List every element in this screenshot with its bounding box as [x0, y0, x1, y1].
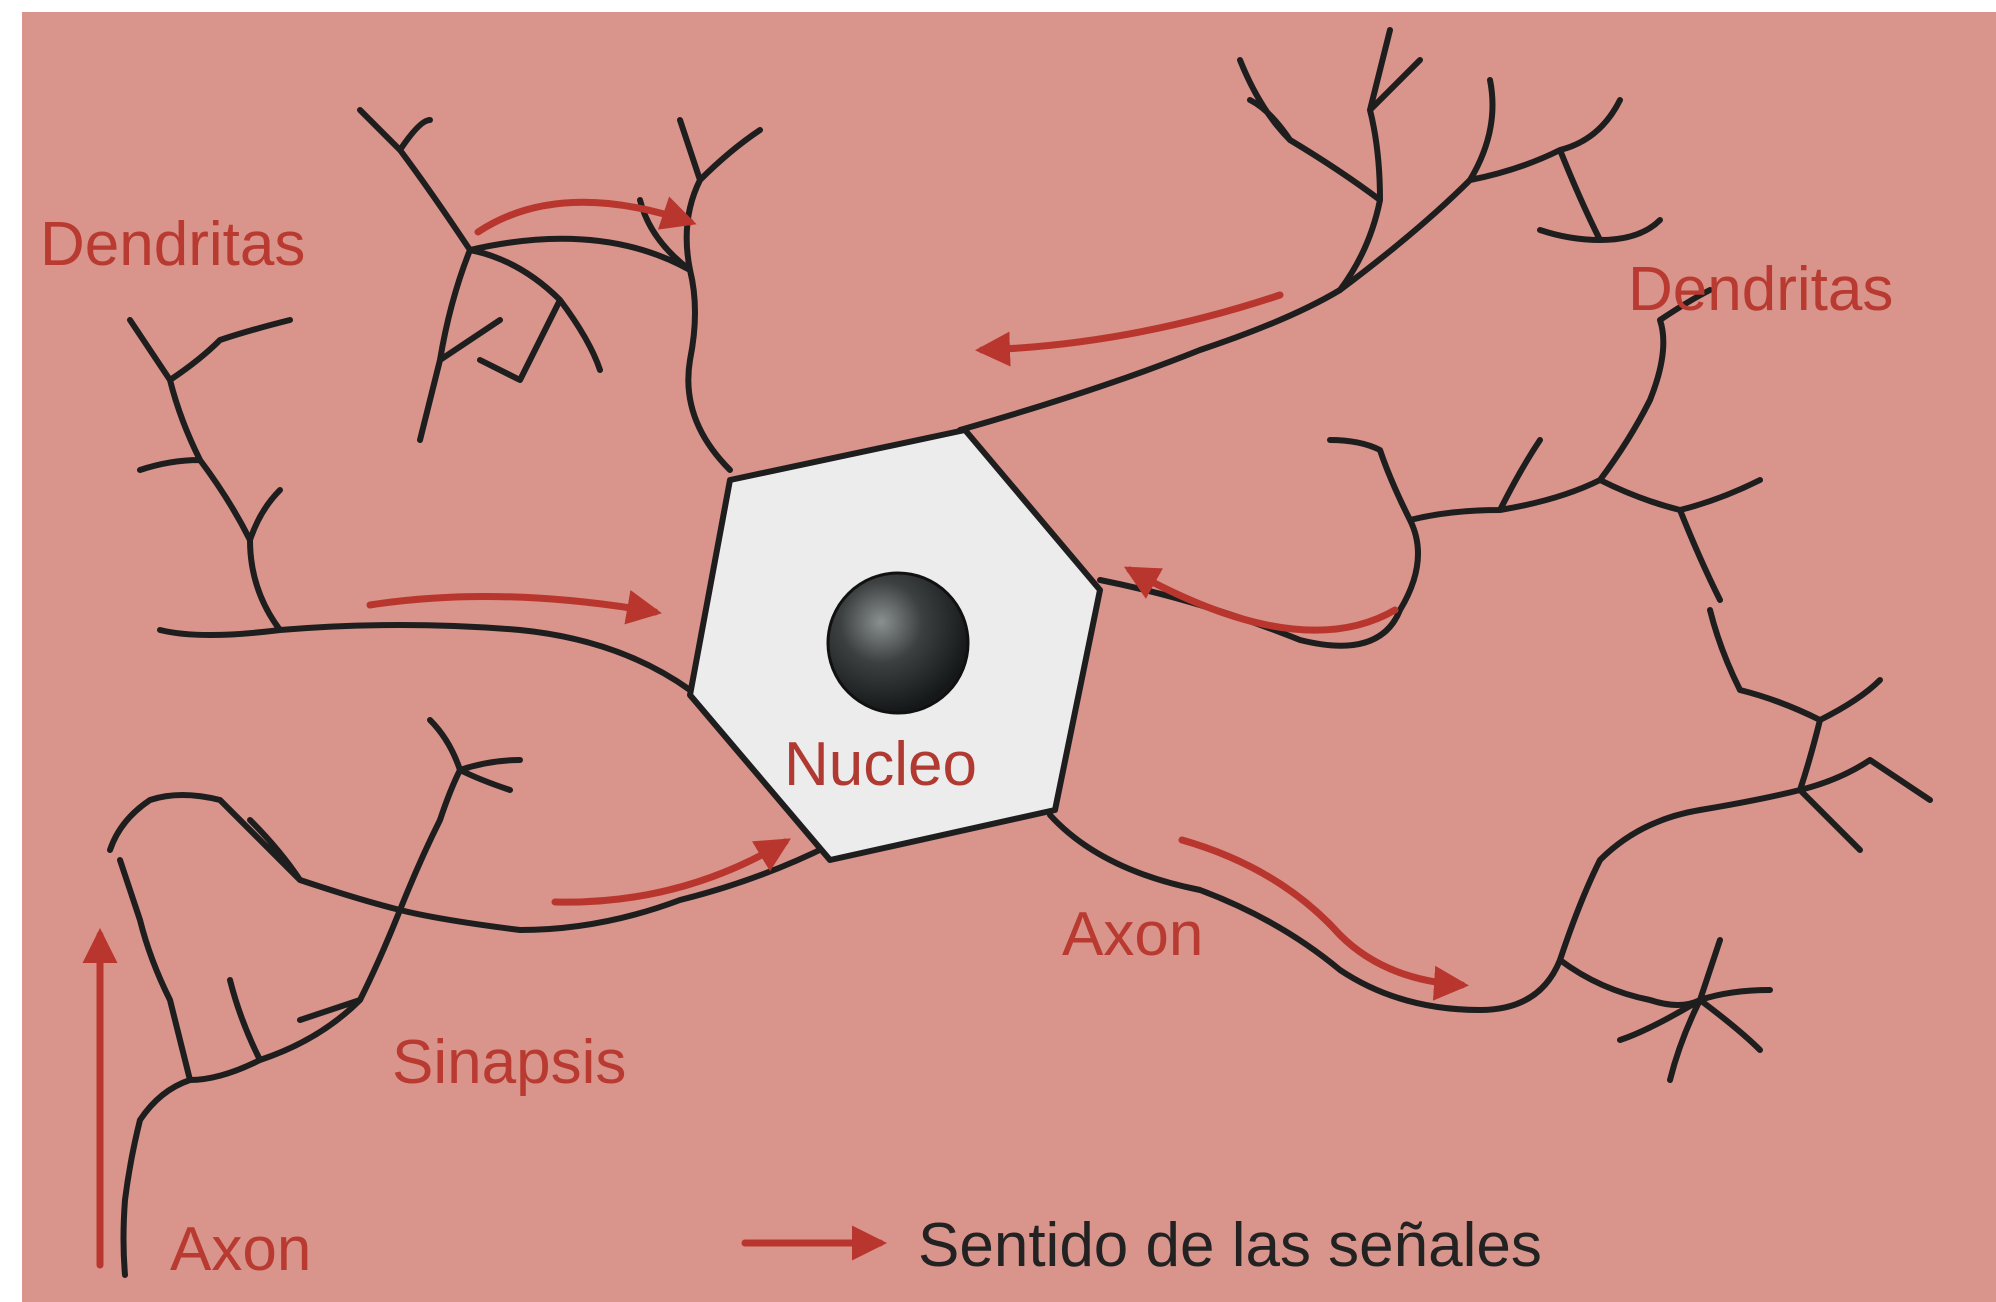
label-axon-right: Axon: [1062, 900, 1203, 969]
label-dendrites-right: Dendritas: [1628, 255, 1893, 324]
nucleus-sphere: [828, 573, 968, 713]
label-dendrites-left: Dendritas: [40, 210, 305, 279]
label-synapse: Sinapsis: [392, 1028, 626, 1097]
label-axon-bottom: Axon: [170, 1215, 311, 1284]
legend-signal-direction: Sentido de las señales: [918, 1211, 1542, 1280]
label-nucleus: Nucleo: [784, 730, 977, 799]
